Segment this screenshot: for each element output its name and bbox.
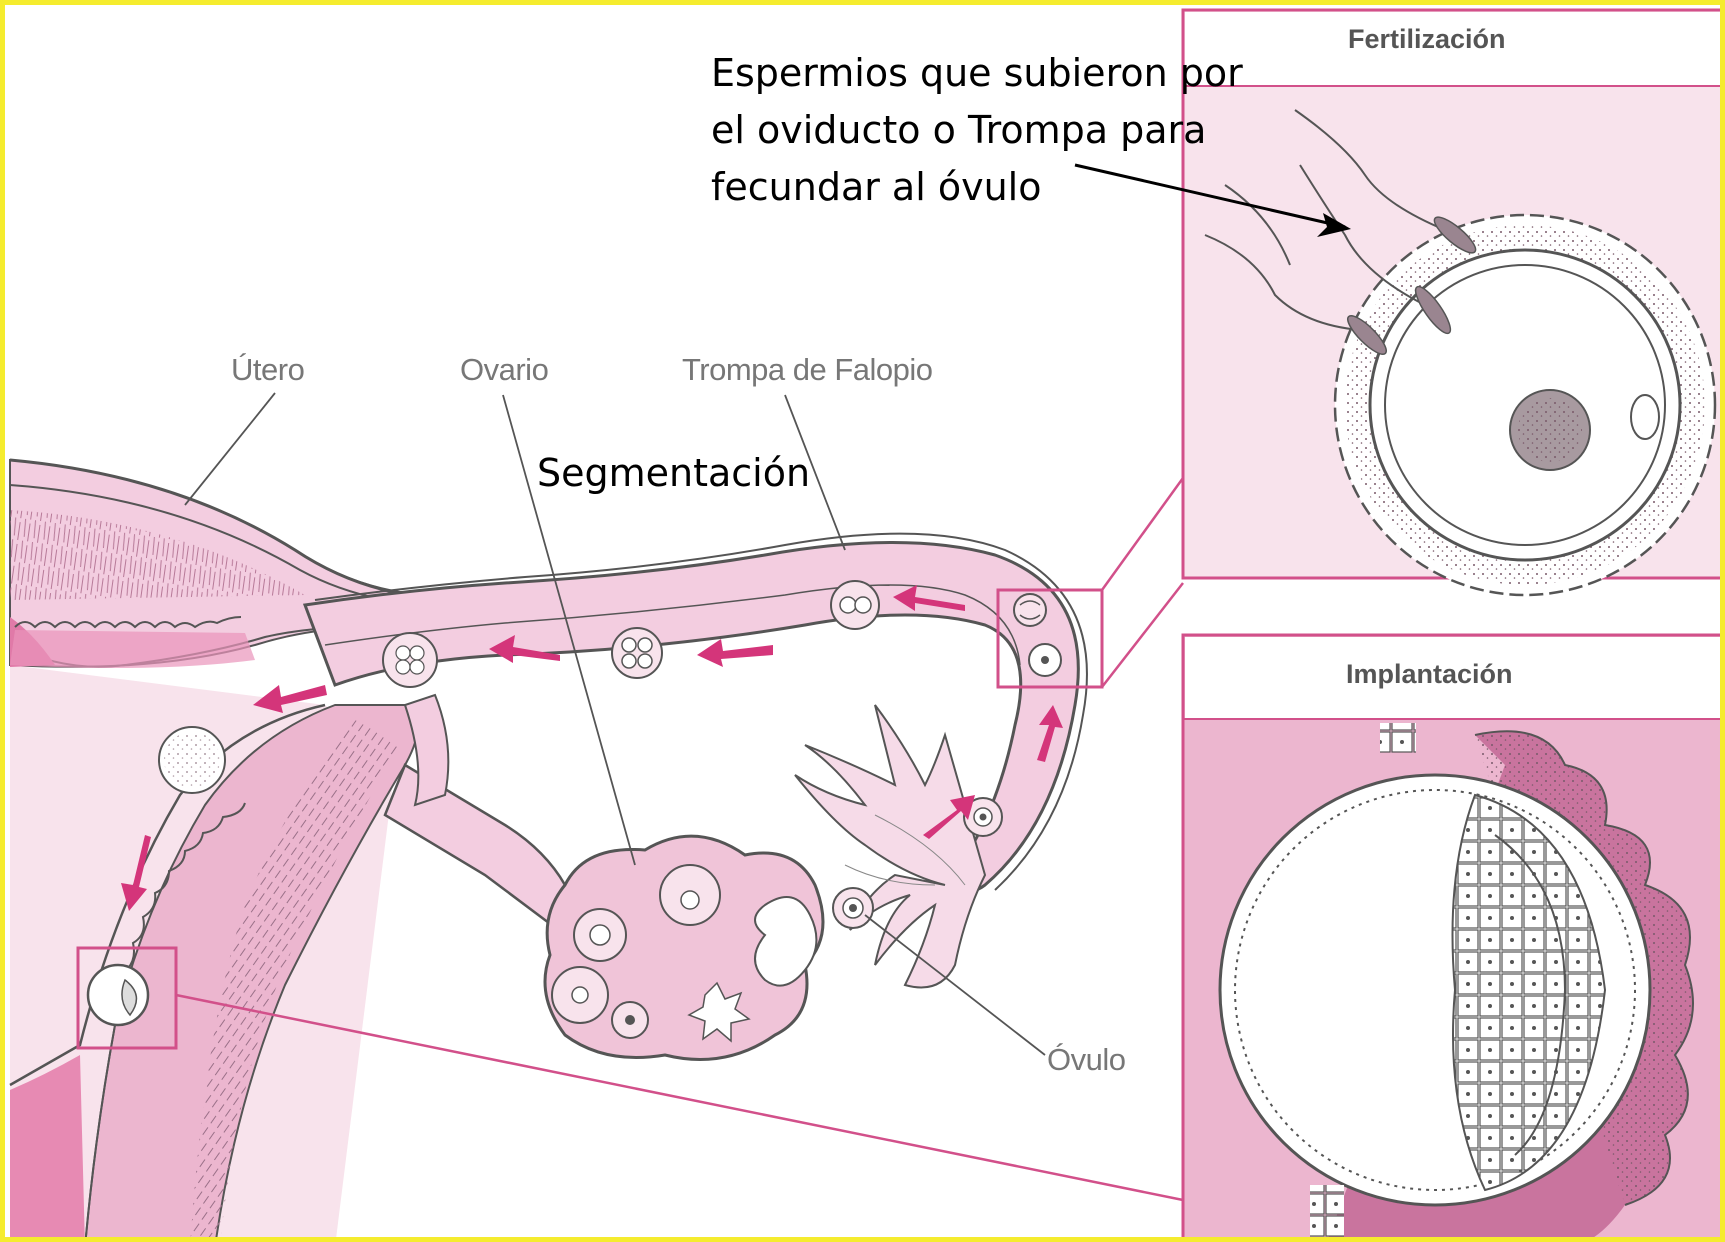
label-trompa: Trompa de Falopio	[682, 352, 933, 388]
morula	[383, 633, 437, 687]
label-ovulo: Óvulo	[1047, 1042, 1125, 1078]
label-ovario: Ovario	[460, 352, 548, 388]
ovulated-egg	[833, 888, 873, 928]
sperm-annotation-line-1: Espermios que subieron por	[711, 45, 1243, 102]
ovary	[545, 836, 823, 1059]
arrow-left-2	[697, 639, 773, 667]
blastocyst-free	[159, 727, 225, 793]
two-cell-zygote	[831, 581, 879, 629]
segmentacion-label: Segmentación	[537, 445, 810, 502]
implanting-blastocyst	[88, 965, 148, 1025]
sperm-annotation-line-2: el oviducto o Trompa para	[711, 102, 1243, 159]
implantacion-title: Implantación	[1346, 659, 1513, 690]
fertilization-panel	[1183, 10, 1725, 595]
label-utero: Útero	[231, 352, 304, 388]
implantation-panel	[1183, 635, 1725, 1242]
ovarian-ligament	[385, 695, 565, 935]
sperm-annotation-line-3: fecundar al óvulo	[711, 159, 1243, 216]
four-cell-zygote	[612, 628, 662, 678]
sperm-annotation: Espermios que subieron por el oviducto o…	[711, 45, 1243, 216]
fertilizacion-title: Fertilización	[1348, 24, 1506, 55]
